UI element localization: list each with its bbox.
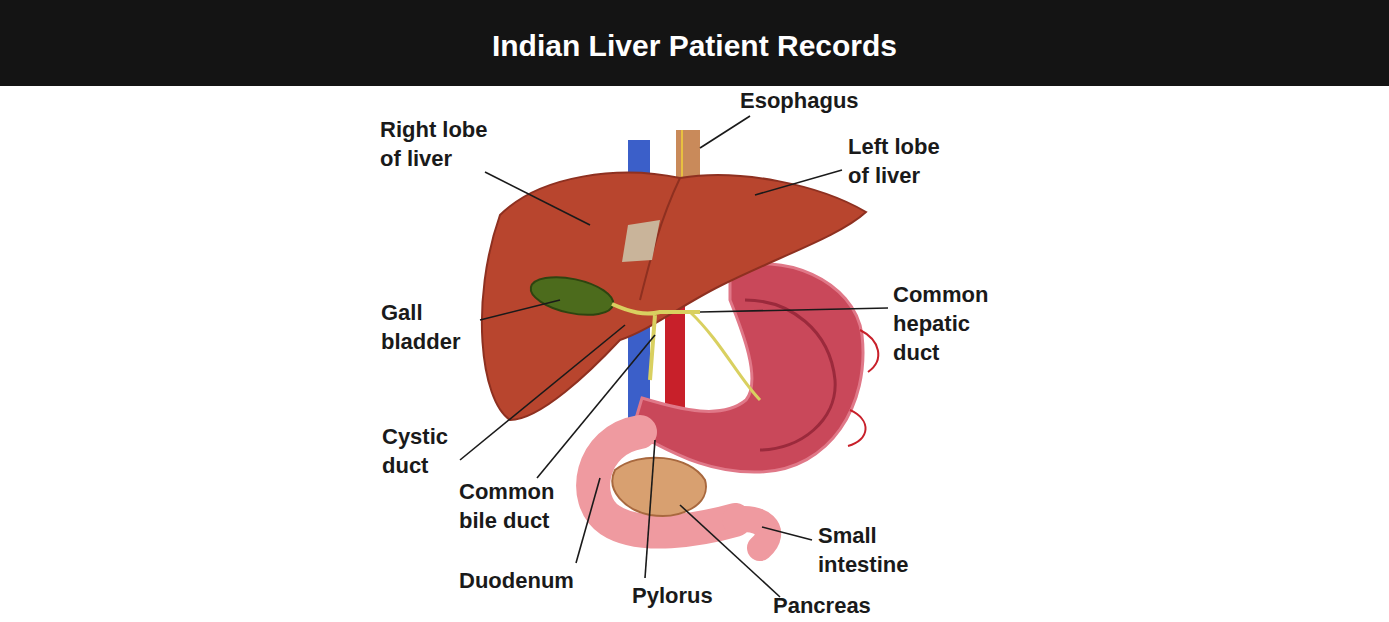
part-label: Cystic duct [382, 422, 464, 480]
page-title: Indian Liver Patient Records [0, 0, 1389, 86]
part-label: Esophagus [740, 86, 859, 115]
part-label: Common hepatic duct [893, 280, 993, 367]
part-label: Pylorus [632, 581, 713, 610]
part-label: Small intestine [818, 521, 938, 579]
part-label: Common bile duct [459, 477, 584, 535]
part-label: Left lobe of liver [848, 132, 960, 190]
part-label: Gall bladder [381, 298, 481, 356]
part-label: Right lobe of liver [380, 115, 502, 173]
part-label: Pancreas [773, 591, 871, 620]
part-label: Duodenum [459, 566, 574, 595]
